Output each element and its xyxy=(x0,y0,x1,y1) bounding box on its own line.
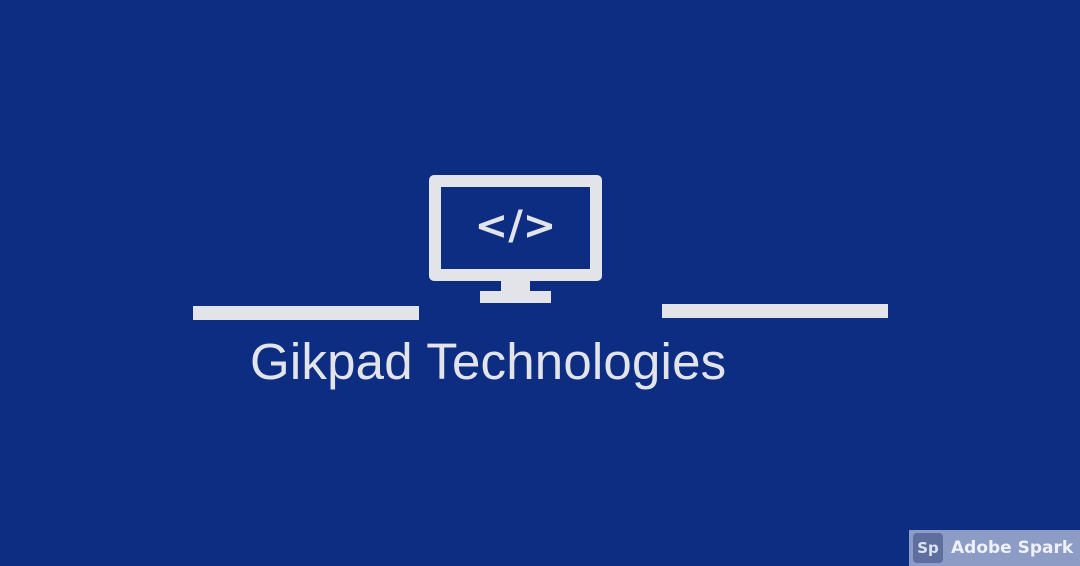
left-divider-line xyxy=(193,306,419,320)
adobe-spark-icon: Sp xyxy=(913,533,943,563)
watermark-label: Adobe Spark xyxy=(951,538,1074,558)
right-divider-line xyxy=(662,304,888,318)
code-glyph: </> xyxy=(475,203,557,249)
adobe-spark-watermark: Sp Adobe Spark xyxy=(909,530,1080,566)
monitor-code-icon: </> xyxy=(429,175,602,303)
brand-name: Gikpad Technologies xyxy=(250,333,727,390)
